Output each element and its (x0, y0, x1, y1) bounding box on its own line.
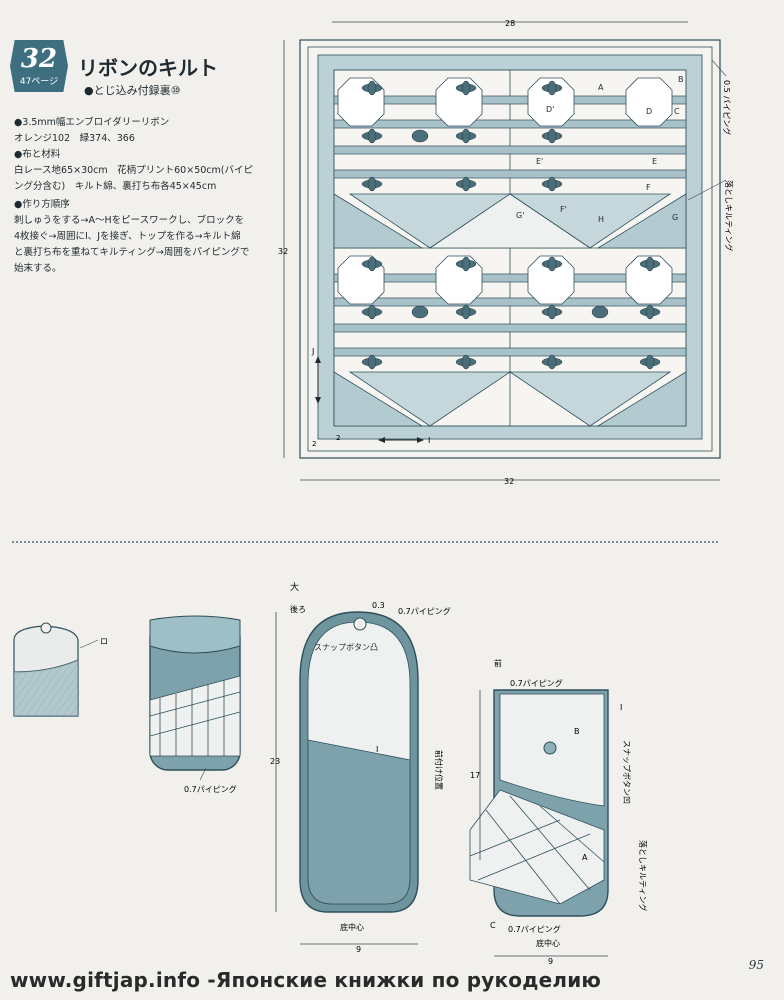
piece-label-a: A (598, 83, 604, 92)
steps-line-2: 4枚接ぐ→周囲にI、Jを接ぎ、トップを作る→キルト綿 (14, 231, 241, 242)
bottom-center-front: 底中心 (536, 938, 560, 948)
piece-label-e-prime: E' (536, 157, 543, 166)
front-label: 前 (494, 658, 502, 668)
reference-page: 47ページ (19, 77, 59, 87)
label-i-back: I (376, 745, 378, 754)
quilt-dim-top: 28 (505, 19, 515, 28)
bottom-center-back: 底中心 (340, 922, 364, 932)
border-label-i: I (428, 436, 430, 445)
source-url-watermark: www.giftjap.info -Японские книжки по рук… (10, 968, 602, 992)
piece-label-f: F (646, 183, 651, 192)
label-i-front: I (620, 703, 622, 712)
page-subtitle: ●とじ込み付録裏⑩ (84, 84, 181, 97)
page-number: 95 (748, 958, 764, 972)
dim-9-front: 9 (548, 957, 553, 966)
dim-9-back: 9 (356, 945, 361, 954)
piece-label-b: B (678, 75, 684, 84)
piece-label-g: G (672, 213, 678, 222)
piping-label: 0.5 パイピング (722, 80, 732, 135)
piece-label-f-prime: F' (560, 205, 567, 214)
margin-label-b: 2 (336, 434, 340, 442)
front-position-label: 前付け位置 (434, 750, 444, 790)
size-label-large: 大 (290, 581, 299, 593)
piece-label-d-prime: D' (546, 105, 554, 114)
piece-label-e: E (652, 157, 657, 166)
dim-03: 0.3 (372, 601, 385, 610)
margin-label-a: 2 (312, 440, 316, 448)
project-number-badge: 32 47ページ (10, 40, 68, 92)
quilt-dim-side: 32 (278, 247, 288, 256)
label-c: C (490, 921, 496, 930)
materials-fabric-1: 白レース地65×30cm 花柄プリント60×50cm(バイピ (14, 165, 253, 176)
page-title: リボンのキルト (78, 56, 218, 80)
quilting-label-front: 落としキルティング (638, 840, 648, 912)
piece-label-c: C (674, 107, 680, 116)
materials-ribbon-colors: オレンジ102 緑374、366 (14, 133, 135, 144)
steps-line-1: 刺しゅうをする→A～Hをピースワークし、ブロックを (14, 215, 245, 226)
materials-heading: ●布と材料 (14, 149, 61, 160)
dim-23: 23 (270, 757, 280, 766)
back-label: 後ろ (290, 604, 306, 614)
steps-line-3: と裏打ち布を重ねてキルティング→周囲をパイピングで (14, 247, 250, 258)
piece-label-d: D (646, 107, 652, 116)
snap-label-back: スナップボタン凸 (314, 643, 378, 652)
quilt-dim-bottom: 32 (504, 477, 514, 486)
piping-label-back: 0.7パイピング (398, 606, 451, 616)
quilting-label: 落としキルティング (724, 180, 734, 252)
label-a: A (582, 853, 588, 862)
steps-line-4: 始末する。 (14, 263, 62, 274)
label-b: B (574, 727, 580, 736)
label-ro: ロ (100, 637, 108, 646)
project-number: 32 (20, 44, 58, 74)
piping-label-front-bottom: 0.7パイピング (508, 924, 561, 934)
dim-17: 17 (470, 771, 480, 780)
piece-label-g-prime: G' (516, 211, 524, 220)
snap-label-front: スナップボタン凹 (622, 740, 631, 804)
border-label-j: J (311, 347, 314, 356)
piping-label-front: 0.7パイピング (510, 678, 563, 688)
piece-label-h: H (598, 215, 604, 224)
materials-ribbon: ●3.5mm幅エンブロイダリーリボン (14, 117, 170, 128)
piping-label-small: 0.7パイピング (184, 784, 237, 794)
materials-fabric-2: ング分含む) キルト綿、裏打ち布各45×45cm (14, 181, 217, 192)
steps-heading: ●作り方順序 (14, 199, 70, 210)
